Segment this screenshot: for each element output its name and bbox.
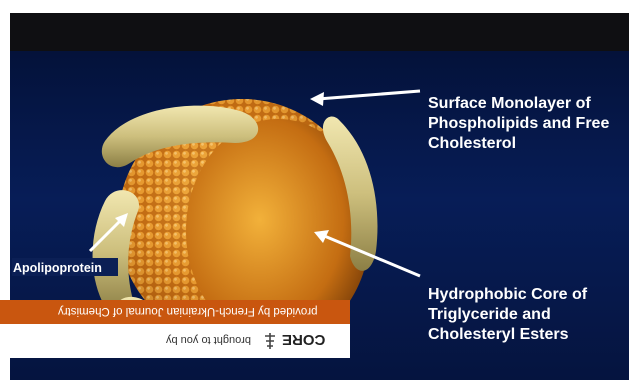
surface-arrow (318, 91, 420, 99)
provider-text: provided by French-Ukrainian Journal of … (58, 305, 318, 317)
core-logo-icon (262, 332, 278, 350)
brought-by-text: brought to you by (166, 334, 251, 346)
provider-banner[interactable]: provided by French-Ukrainian Journal of … (0, 300, 350, 324)
surface-monolayer-label: Surface Monolayer of Phospholipids and F… (428, 94, 628, 154)
hydrophobic-core-label: Hydrophobic Core of Triglyceride and Cho… (428, 285, 628, 345)
top-letterbox-bar (10, 13, 629, 51)
core-banner[interactable]: brought to you by CORE (0, 324, 350, 358)
apolipoprotein-label: Apolipoprotein (13, 261, 102, 275)
core-brand-text: CORE (282, 331, 325, 348)
